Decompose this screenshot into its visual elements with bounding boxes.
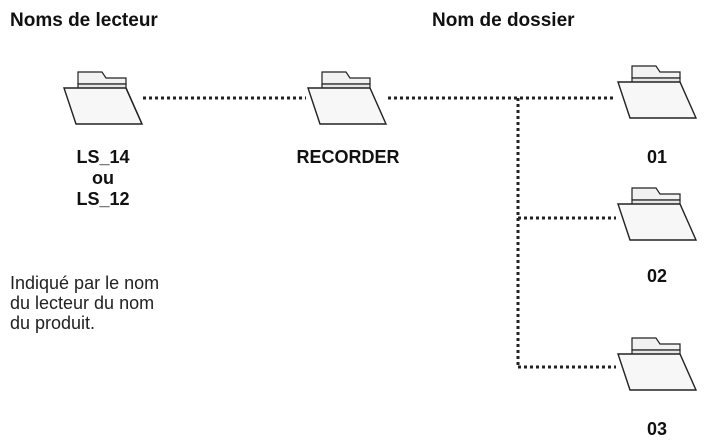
- recorder-folder-icon: [307, 71, 388, 125]
- recorder-label: RECORDER: [296, 147, 400, 167]
- folder-02-icon: [617, 187, 698, 241]
- folder-01-icon: [617, 65, 698, 119]
- drive-label-line: LS_14: [76, 147, 130, 167]
- dotted-connectors: [143, 96, 616, 369]
- drive-label-line: ou: [92, 168, 114, 188]
- folder-name-heading: Nom de dossier: [432, 10, 575, 31]
- drive-names-heading: Noms de lecteur: [10, 10, 158, 31]
- folder-03-label: 03: [646, 419, 668, 439]
- drive-note-line: Indiqué par le nom: [10, 273, 160, 293]
- drive-label: LS_14 ou LS_12: [58, 147, 148, 210]
- drive-note-line: du produit.: [10, 313, 96, 333]
- drive-folder-icon: [63, 71, 144, 125]
- drive-label-line: LS_12: [76, 189, 130, 209]
- drive-note: Indiqué par le nom du lecteur du nom du …: [10, 273, 159, 333]
- folder-02-label: 02: [646, 266, 668, 286]
- drive-note-line: du lecteur du nom: [10, 293, 155, 313]
- folder-01-label: 01: [646, 147, 668, 167]
- folder-03-icon: [617, 337, 698, 391]
